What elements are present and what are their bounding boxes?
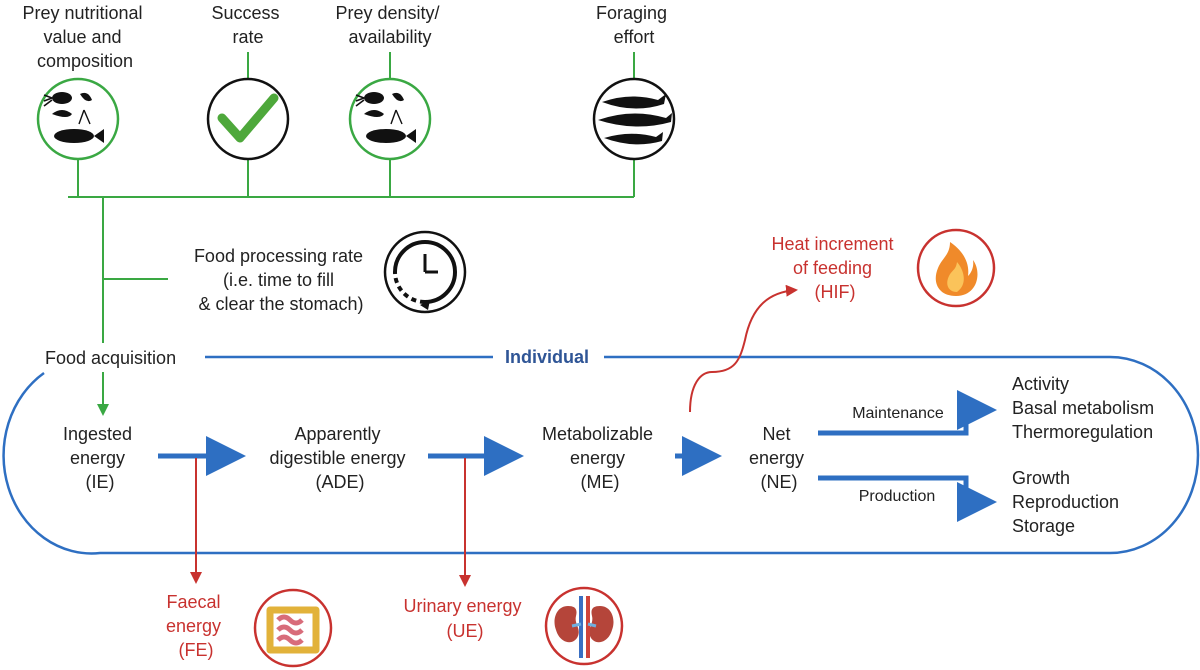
hif-label: Heat increment of feeding (HIF) <box>771 234 898 302</box>
food-acquisition-label: Food acquisition <box>45 348 176 368</box>
production-items: Growth Reproduction Storage <box>1012 468 1124 536</box>
flame-icon <box>916 228 996 308</box>
stage-ade-label: Apparently digestible energy (ADE) <box>269 424 410 492</box>
factor-effort-label: Foraging effort <box>596 3 672 47</box>
clock-icon <box>383 230 467 314</box>
whale-silhouettes-icon <box>592 77 676 161</box>
factor-prey-density-label: Prey density/ availability <box>335 3 444 47</box>
prey-silhouettes-icon <box>348 77 432 161</box>
prey-silhouettes-icon <box>36 77 120 161</box>
individual-label: Individual <box>505 347 589 367</box>
factor-connectors <box>68 52 635 416</box>
stage-ne-label: Net energy (NE) <box>749 424 809 492</box>
maintenance-label: Maintenance <box>852 405 944 422</box>
individual-boundary <box>2 355 1200 555</box>
energy-flow-arrows <box>158 390 997 522</box>
factor-prey-value-label: Prey nutritional value and composition <box>22 3 147 71</box>
stage-me-label: Metabolizable energy (ME) <box>542 424 658 492</box>
stage-ie-label: Ingested energy (IE) <box>63 424 137 492</box>
ue-label: Urinary energy (UE) <box>403 596 526 641</box>
intestine-icon <box>253 588 333 668</box>
processing-label: Food processing rate (i.e. time to fill … <box>194 246 368 314</box>
fe-label: Faecal energy (FE) <box>166 592 226 660</box>
maintenance-items: Activity Basal metabolism Thermoregulati… <box>1012 374 1159 442</box>
hif-loss-arrow <box>689 284 798 413</box>
kidney-icon <box>544 586 624 666</box>
checkmark-icon <box>206 77 290 161</box>
production-label: Production <box>859 488 936 505</box>
factor-success-label: Success rate <box>211 3 284 47</box>
